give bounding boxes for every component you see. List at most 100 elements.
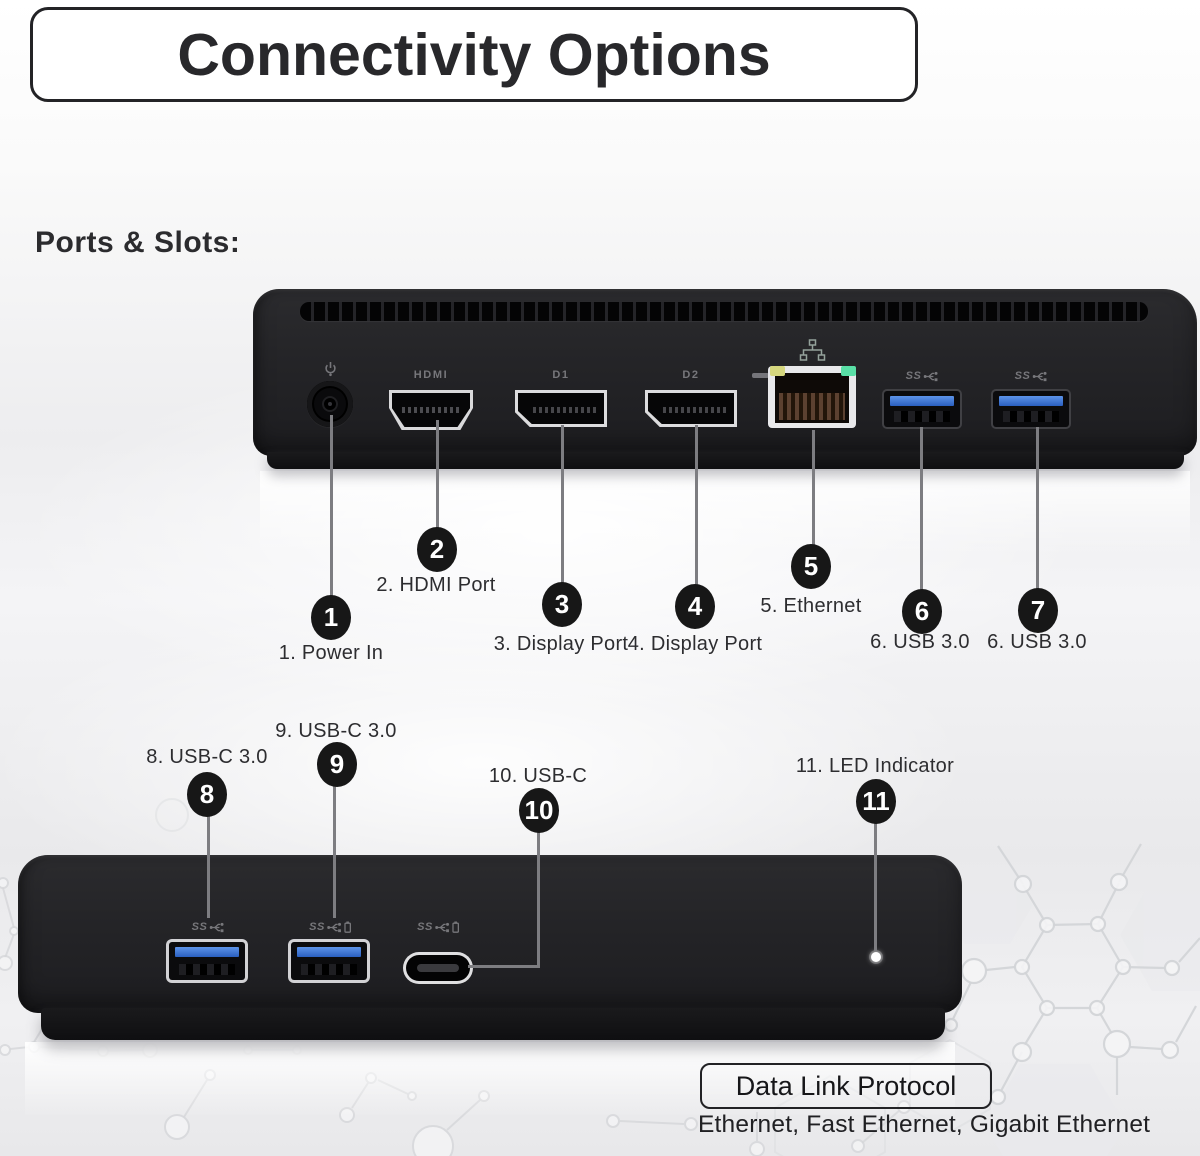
displayport-1 (515, 390, 607, 427)
data-link-protocol-title: Data Link Protocol (735, 1070, 957, 1101)
usb-ss-text: SS (309, 921, 325, 933)
callout-bubble-2: 2 (417, 527, 457, 572)
usb-a-port-4 (291, 942, 367, 980)
bubble-number: 4 (687, 591, 703, 621)
callout-label-10: 10. USB-C (488, 765, 588, 787)
battery-charging-icon (451, 921, 459, 933)
callout-line-2 (436, 420, 439, 529)
usb-a-port-1 (884, 391, 960, 427)
callout-label-6: 6. USB 3.0 (870, 631, 970, 653)
dock-rear-base (267, 452, 1184, 469)
usb-a-port-1-pins (894, 411, 950, 422)
usb-a-port-2-tab (999, 396, 1063, 406)
ethernet-led-yellow (770, 366, 785, 376)
callout-bubble-10: 10 (519, 788, 559, 833)
usb-a-port-3 (169, 942, 245, 980)
ethernet-led-green (841, 366, 856, 376)
power-icon (325, 362, 336, 377)
title-box: Connectivity Options (30, 7, 918, 102)
ethernet-port-pins (779, 393, 845, 420)
usb-a-port-2 (993, 391, 1069, 427)
callout-label-2: 2. HDMI Port (376, 574, 496, 596)
displayport-2 (645, 390, 737, 427)
callout-line-7 (1036, 427, 1039, 590)
rear-dock-reflection (260, 471, 1190, 556)
callout-line-11 (874, 821, 877, 951)
usb-ss-text: SS (191, 921, 208, 933)
data-link-protocol-box: Data Link Protocol (700, 1063, 992, 1109)
ethernet-network-icon (799, 339, 826, 361)
bubble-number: 1 (323, 602, 339, 632)
dock-front-base (41, 1008, 945, 1040)
callout-label-8: 8. USB-C 3.0 (146, 746, 268, 768)
usb-a-port-4-tab (297, 947, 361, 957)
hdmi-port-pins (401, 406, 461, 413)
usb-a-port-4-label: SS (309, 921, 351, 933)
callout-label-9: 9. USB-C 3.0 (275, 720, 397, 742)
displayport-2-pins (663, 406, 726, 413)
usb-a-port-3-label: SS (192, 921, 225, 933)
displayport-1-pins (533, 406, 596, 413)
callout-bubble-9: 9 (317, 742, 357, 787)
displayport-2-label: D2 (682, 369, 700, 381)
callout-bubble-11: 11 (856, 779, 896, 824)
bubble-number: 5 (803, 551, 819, 581)
callout-label-3: 3. Display Port (493, 633, 629, 655)
callout-line-4 (695, 425, 698, 586)
callout-bubble-1: 1 (311, 595, 351, 640)
callout-line-6 (920, 427, 923, 591)
displayport-1-label: D1 (552, 369, 570, 381)
section-heading: Ports & Slots: (35, 226, 241, 259)
callout-bubble-5: 5 (791, 544, 831, 589)
callout-bubble-4: 4 (675, 584, 715, 629)
usb-superspeed-trident-icon (1032, 371, 1047, 381)
bubble-number: 3 (554, 589, 570, 619)
usb-c-port (406, 955, 470, 981)
callout-label-7: 6. USB 3.0 (987, 631, 1087, 653)
usb-a-port-1-tab (890, 396, 954, 406)
callout-line-8 (207, 814, 210, 918)
callout-bubble-3: 3 (542, 582, 582, 627)
bubble-number: 11 (862, 786, 890, 816)
usb-superspeed-trident-icon (434, 922, 449, 932)
bubble-number: 10 (524, 795, 554, 825)
bubble-number: 6 (914, 596, 930, 626)
callout-line-3 (561, 425, 564, 584)
led-indicator-dot (871, 952, 881, 962)
front-dock-reflection (25, 1042, 955, 1117)
dash-marker (752, 373, 769, 378)
callout-line-1 (330, 415, 333, 597)
ethernet-port (768, 366, 856, 428)
usb-ss-text: SS (1014, 370, 1031, 382)
callout-line-5 (812, 430, 815, 546)
usb-a-port-4-pins (301, 964, 357, 975)
usb-superspeed-trident-icon (326, 922, 341, 932)
bubble-number: 2 (429, 534, 445, 564)
callout-line-10-horizontal (468, 965, 540, 968)
bubble-number: 9 (329, 749, 345, 779)
callout-label-11: 11. LED Indicator (795, 755, 955, 777)
usb-a-port-3-pins (179, 964, 235, 975)
callout-label-5: 5. Ethernet (760, 595, 862, 617)
bubble-number: 7 (1030, 595, 1046, 625)
usb-c-port-label: SS (417, 921, 459, 933)
callout-bubble-7: 7 (1018, 588, 1058, 633)
page-title: Connectivity Options (177, 21, 771, 88)
dock-front-view (18, 855, 962, 1013)
vent-grille (300, 302, 1148, 321)
usb-ss-text: SS (417, 921, 433, 933)
data-link-protocol-values: Ethernet, Fast Ethernet, Gigabit Etherne… (698, 1111, 1151, 1138)
usb-a-port-3-tab (175, 947, 239, 957)
callout-line-9 (333, 784, 336, 918)
callout-line-10-vertical (537, 830, 540, 968)
usb-c-port-tongue (417, 964, 459, 972)
battery-charging-icon (343, 921, 351, 933)
hdmi-port-label: HDMI (413, 369, 449, 381)
callout-label-4: 4. Display Port (627, 633, 763, 655)
usb-ss-text: SS (905, 370, 922, 382)
usb-a-port-2-label: SS (1015, 370, 1048, 382)
power-port-pin (328, 402, 332, 406)
usb-superspeed-trident-icon (209, 922, 224, 932)
callout-label-1: 1. Power In (278, 642, 384, 664)
